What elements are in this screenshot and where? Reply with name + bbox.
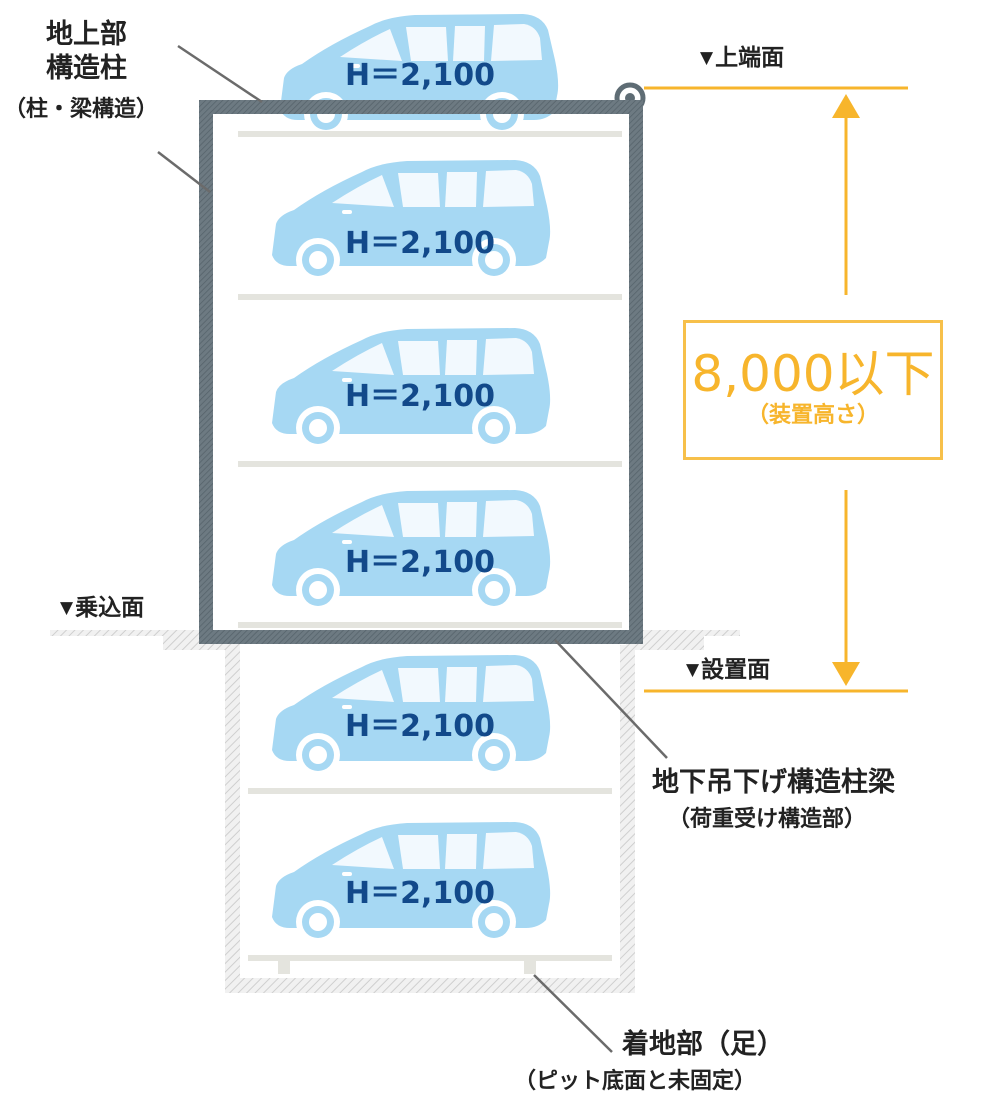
label-underground-line2: （荷重受け構造部） bbox=[668, 807, 867, 832]
dimension-box: 8,000以下 （装置高さ） bbox=[683, 320, 943, 460]
level-install-surface: ▼設置面 bbox=[686, 656, 770, 684]
label-above-ground-line1: 地上部 bbox=[46, 19, 127, 50]
triangle-down-icon: ▼ bbox=[686, 660, 700, 680]
car-height-label: H＝2,100 bbox=[345, 226, 495, 261]
car-height-label: H＝2,100 bbox=[345, 709, 495, 744]
car-level-2-icon bbox=[272, 160, 551, 282]
level-top-surface: ▼上端面 bbox=[700, 44, 784, 72]
triangle-down-icon: ▼ bbox=[700, 48, 714, 68]
label-above-ground-line2: 構造柱 bbox=[46, 53, 127, 84]
car-height-label: H＝2,100 bbox=[345, 379, 495, 414]
dimension-value: 8,000以下 bbox=[691, 345, 935, 403]
label-landing-line2: （ピット底面と未固定） bbox=[514, 1069, 757, 1094]
label-landing-line1: 着地部（足） bbox=[622, 1029, 784, 1060]
arrow-up-icon bbox=[832, 94, 860, 118]
leader-above-ground-line bbox=[157, 151, 211, 193]
car-height-label: H＝2,100 bbox=[345, 545, 495, 580]
leader-lines bbox=[157, 44, 668, 1053]
arrow-down-icon bbox=[832, 662, 860, 686]
car-height-label: H＝2,100 bbox=[345, 876, 495, 911]
car-height-label: H＝2,100 bbox=[345, 58, 495, 93]
leader-landing-line bbox=[533, 974, 613, 1053]
label-above-ground-line3: （柱・梁構造） bbox=[4, 97, 159, 122]
label-underground-line1: 地下吊下げ構造柱梁 bbox=[652, 767, 895, 798]
above-ground-frame bbox=[199, 100, 643, 644]
ground-pit bbox=[50, 630, 740, 993]
leader-above-ground-line bbox=[177, 44, 263, 104]
shelves bbox=[238, 131, 622, 974]
leader-underground-line bbox=[554, 639, 668, 759]
level-boarding-surface-text: 乗込面 bbox=[75, 595, 145, 621]
dimension-note: （装置高さ） bbox=[746, 403, 879, 428]
dimension-lines bbox=[644, 86, 908, 693]
triangle-down-icon: ▼ bbox=[60, 598, 74, 618]
level-top-surface-text: 上端面 bbox=[715, 45, 785, 71]
level-install-surface-text: 設置面 bbox=[701, 657, 771, 683]
level-boarding-surface: ▼乗込面 bbox=[60, 594, 144, 622]
